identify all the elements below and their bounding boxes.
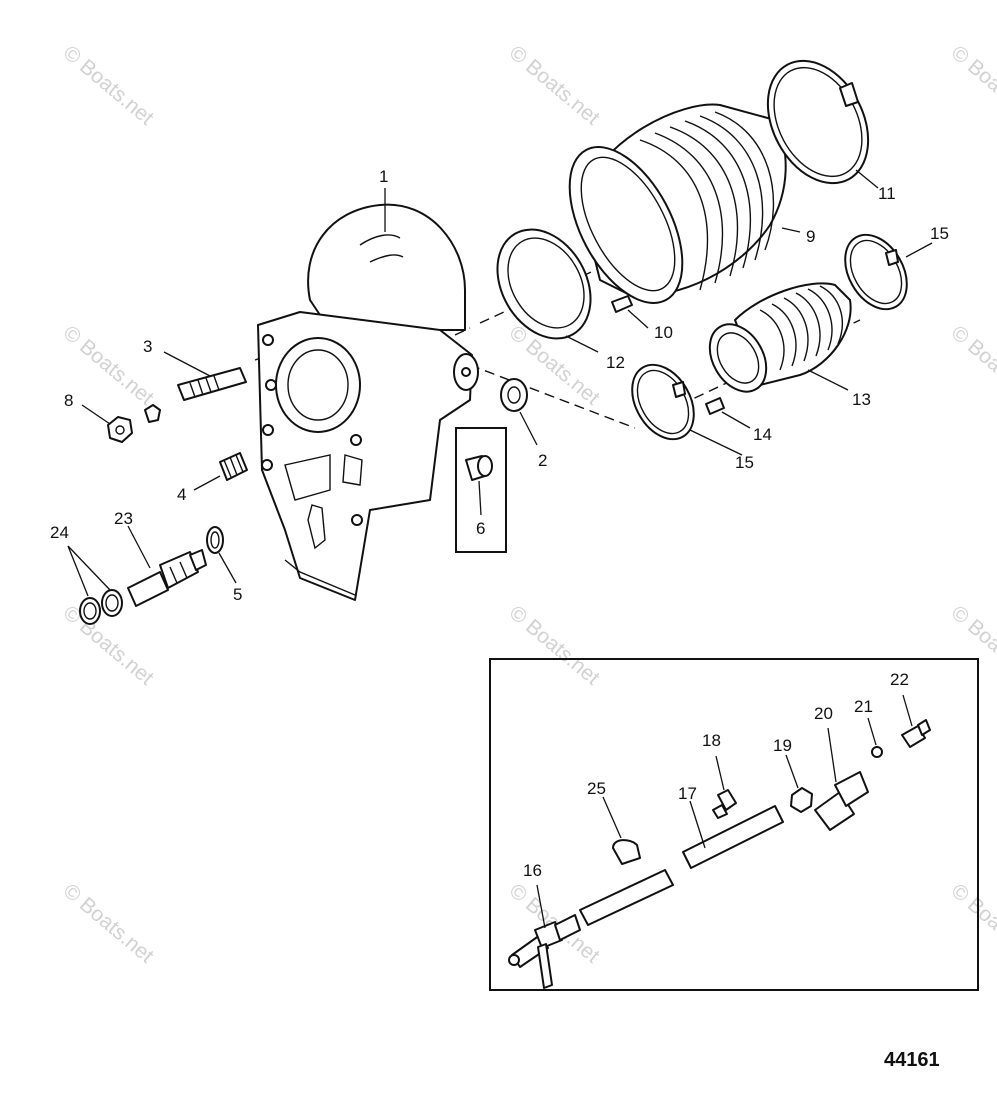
exhaust-bellows xyxy=(568,103,787,304)
callout-label: 25 xyxy=(587,779,606,798)
watermark: © Boats.net xyxy=(505,601,604,689)
callout-label: 2 xyxy=(538,451,547,470)
watermark: © Boats.net xyxy=(59,321,158,409)
o-ring xyxy=(79,597,101,625)
leader-lines xyxy=(67,169,933,929)
callout-label: 18 xyxy=(702,731,721,750)
callout-label: 9 xyxy=(806,227,815,246)
callout-label: 12 xyxy=(606,353,625,372)
callouts: 1 3 8 4 5 23 24 2 6 9 10 12 11 15 13 14 … xyxy=(50,167,949,880)
water-hose-kit-frame xyxy=(489,658,979,991)
callout-label: 5 xyxy=(233,585,242,604)
drain-fitting xyxy=(127,549,207,607)
callout-label: 11 xyxy=(878,184,896,203)
drawing-number: 44161 xyxy=(884,1049,940,1071)
callout-label: 15 xyxy=(735,453,754,472)
callout-label: 10 xyxy=(654,323,673,342)
hose-clamp xyxy=(844,233,908,311)
centerline xyxy=(469,364,636,429)
watermark-group: © Boats.net © Boats.net © Boats.net © Bo… xyxy=(59,41,997,967)
hose-assembly xyxy=(508,719,931,989)
bellows-ring xyxy=(496,228,592,340)
washer xyxy=(206,526,224,554)
washer xyxy=(500,378,528,412)
callout-label: 6 xyxy=(476,519,485,538)
hose-clamp xyxy=(631,363,695,441)
callout-label: 14 xyxy=(753,425,772,444)
callout-label: 4 xyxy=(177,485,186,504)
callout-label: 15 xyxy=(930,224,949,243)
o-ring xyxy=(101,589,123,617)
watermark: © Boats.net xyxy=(947,601,997,689)
callout-label: 17 xyxy=(678,784,697,803)
callout-label: 21 xyxy=(854,697,873,716)
clip xyxy=(705,397,725,415)
watermark: © Boats.net xyxy=(947,321,997,409)
watermark: © Boats.net xyxy=(947,41,997,129)
part-6-frame xyxy=(455,427,507,553)
clip xyxy=(611,295,633,313)
callout-label: 13 xyxy=(852,390,871,409)
bellows-clamp xyxy=(766,59,870,185)
watermark: © Boats.net xyxy=(59,41,158,129)
bushing xyxy=(465,455,493,481)
bell-housing xyxy=(257,203,479,601)
callout-label: 3 xyxy=(143,337,152,356)
callout-label: 8 xyxy=(64,391,73,410)
plug xyxy=(219,452,248,481)
stud xyxy=(177,367,247,401)
callout-label: 20 xyxy=(814,704,833,723)
callout-label: 23 xyxy=(114,509,133,528)
nut xyxy=(107,416,133,443)
watermark: © Boats.net xyxy=(505,41,604,129)
callout-label: 19 xyxy=(773,736,792,755)
watermark: © Boats.net xyxy=(947,879,997,967)
watermark: © Boats.net xyxy=(59,879,158,967)
callout-label: 1 xyxy=(379,167,388,186)
callout-label: 24 xyxy=(50,523,69,542)
shift-bellows xyxy=(708,282,852,393)
callout-label: 22 xyxy=(890,670,909,689)
callout-label: 16 xyxy=(523,861,542,880)
